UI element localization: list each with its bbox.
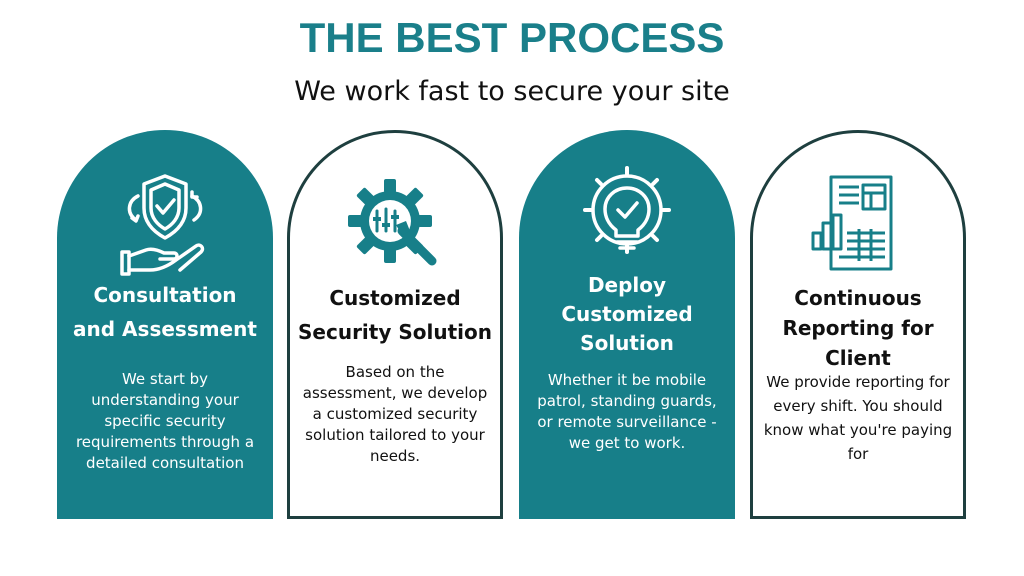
lightbulb-gear-icon xyxy=(583,166,671,254)
heading-line: and Assessment xyxy=(73,317,257,341)
step-card-consultation: Consultation and Assessment We start by … xyxy=(57,130,273,519)
step-card-deploy: Deploy Customized Solution Whether it be… xyxy=(519,130,735,519)
report-document-icon xyxy=(811,175,893,271)
page-subtitle: We work fast to secure your site xyxy=(294,76,730,107)
step-heading: Continuous Reporting for Client xyxy=(761,283,955,373)
step-description: Whether it be mobile patrol, standing gu… xyxy=(537,371,717,452)
step-card-reporting: Continuous Reporting for Client We provi… xyxy=(750,130,966,519)
step-heading: Customized Security Solution xyxy=(298,283,492,347)
step-heading: Consultation and Assessment xyxy=(65,280,265,344)
step-description: Based on the assessment, we develop a cu… xyxy=(302,363,488,465)
page-title: THE BEST PROCESS xyxy=(299,14,725,61)
heading-line: Solution xyxy=(580,331,674,355)
heading-line: Client xyxy=(825,346,891,370)
heading-line: Deploy xyxy=(587,273,667,297)
gear-wrench-icon xyxy=(348,179,437,266)
heading-line: Customized xyxy=(561,302,693,326)
step-description: We provide reporting for every shift. Yo… xyxy=(763,373,953,463)
heading-line: Consultation xyxy=(93,283,237,307)
heading-line: Customized xyxy=(329,286,461,310)
step-description: We start by understanding your specific … xyxy=(75,370,255,472)
heading-line: Security Solution xyxy=(298,320,492,344)
shield-check-hand-icon xyxy=(120,174,205,276)
heading-line: Continuous xyxy=(794,286,922,310)
step-heading: Deploy Customized Solution xyxy=(527,271,727,358)
heading-line: Reporting for xyxy=(782,316,934,340)
step-card-solution: Customized Security Solution Based on th… xyxy=(287,130,503,519)
